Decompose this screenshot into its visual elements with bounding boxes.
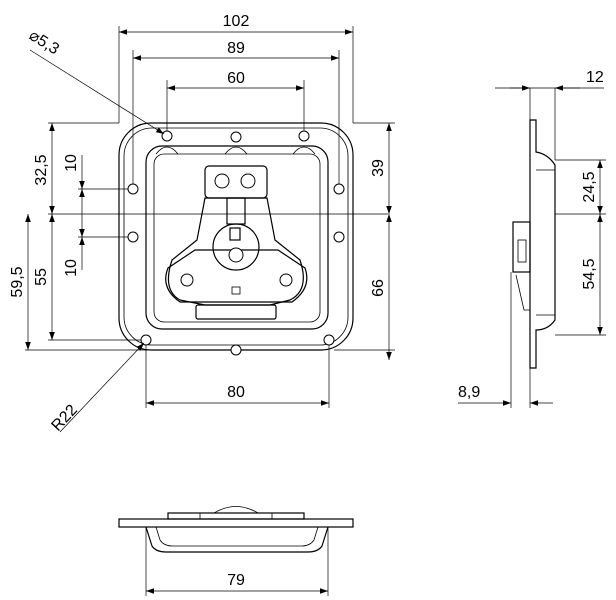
latch-stem: [226, 197, 246, 225]
latch-lower-plate: [165, 249, 308, 303]
bottom-latch-dome: [213, 506, 259, 514]
latch-top-block: [204, 165, 268, 199]
latch-rivet: [240, 173, 256, 189]
diameter-leader: [29, 49, 165, 135]
dim-left-upper-offset: 10: [63, 154, 80, 172]
dim-right-lower-height: 66: [370, 279, 387, 297]
dim-left-lower-height: 59,5: [9, 266, 26, 297]
latch-rivet: [214, 173, 230, 189]
mounting-hole: [127, 231, 139, 243]
recess-inner: [153, 153, 321, 323]
front-view: 102 89 60 ⌀5,3 32,5 10 59,5 55 10 39 66: [9, 13, 395, 435]
latch-marker: [231, 286, 241, 295]
dim-side-lower-height: 54,5: [581, 258, 598, 289]
recess-outer: [145, 145, 329, 330]
mounting-hole: [161, 130, 173, 142]
latch-handle-hub: [212, 223, 260, 271]
mounting-hole: [140, 334, 152, 346]
bottom-dish: [145, 526, 329, 553]
bottom-view: 79: [118, 506, 354, 596]
side-view: 12 24,5 54,5 8,9: [458, 69, 606, 408]
mounting-hole: [333, 183, 345, 195]
dim-left-lower-offset: 10: [63, 259, 80, 277]
bottom-latch: [167, 512, 305, 520]
dim-overall-width: 102: [223, 13, 250, 30]
dim-lower-hole-spacing: 80: [227, 384, 245, 401]
latch-pivot: [228, 247, 244, 263]
dim-hole-spacing-inner: 60: [227, 70, 245, 87]
mounting-hole: [298, 130, 310, 142]
top-scallop: [292, 146, 316, 155]
mounting-hole: [230, 344, 242, 356]
top-scallop: [224, 146, 248, 155]
bottom-dish-inner: [155, 526, 319, 547]
latch-pivot-lock: [229, 227, 241, 241]
dim-left-upper-height: 32,5: [33, 154, 50, 185]
bottom-plate: [118, 518, 354, 528]
mounting-hole: [230, 131, 242, 143]
dim-side-upper-height: 24,5: [581, 171, 598, 202]
dim-corner-radius: R22: [48, 402, 81, 435]
dim-bottom-width: 79: [227, 572, 245, 589]
side-latch-arm: [515, 274, 530, 311]
side-latch-block: [512, 221, 531, 273]
dim-hole-diameter: ⌀5,3: [26, 27, 62, 58]
mounting-hole: [333, 231, 345, 243]
side-latch-cap: [517, 239, 527, 263]
side-profile: [529, 119, 556, 369]
mounting-hole: [323, 334, 335, 346]
dim-left-lower-inner: 55: [33, 268, 50, 286]
top-scallop: [155, 146, 179, 155]
latch-screw: [180, 273, 194, 287]
latch-screw: [279, 273, 293, 287]
radius-leader: [59, 342, 145, 433]
dim-right-upper-height: 39: [370, 159, 387, 177]
mounting-hole: [127, 183, 139, 195]
dim-side-bottom-depth: 8,9: [458, 384, 480, 401]
latch-grip: [195, 304, 277, 320]
plate-inner-edge: [123, 127, 349, 346]
latch-mechanism: [165, 165, 308, 320]
dim-hole-spacing-outer: 89: [227, 40, 245, 57]
dim-side-top-depth: 12: [586, 69, 604, 86]
